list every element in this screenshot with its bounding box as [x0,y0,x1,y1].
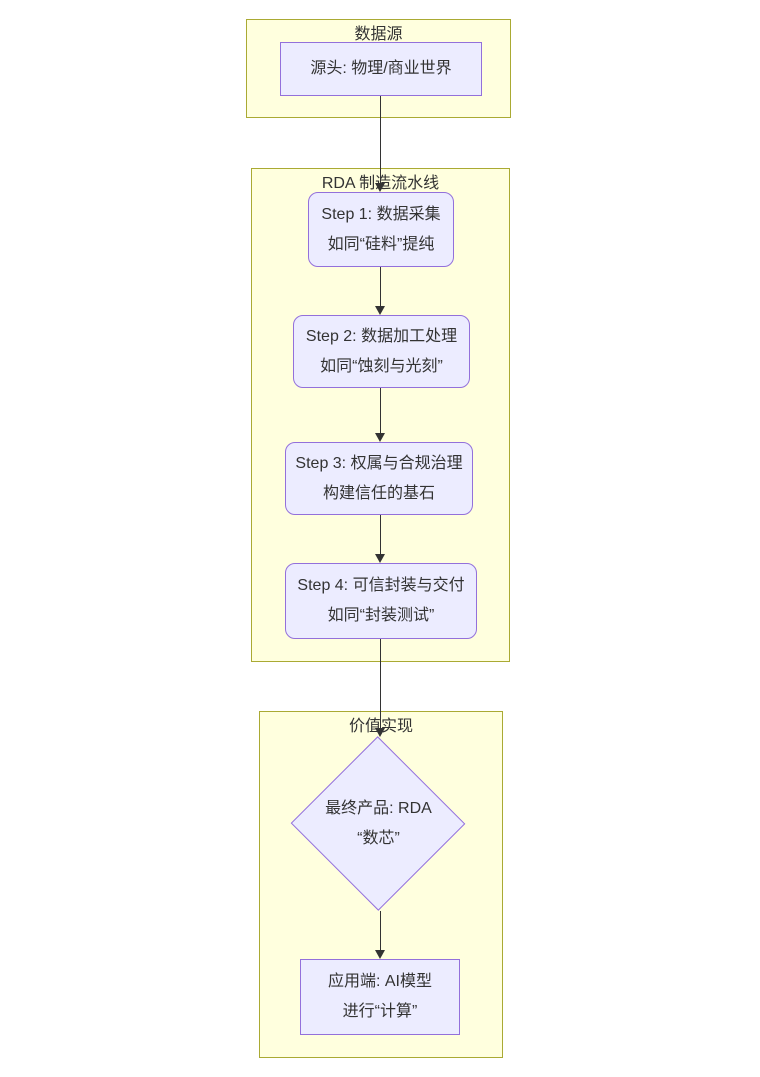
node-product-line2: “数芯” [357,830,400,847]
node-source-text: 源头: 物理/商业世界 [310,60,452,77]
edge-product-to-application [380,911,381,950]
node-product-label: 最终产品: RDA “数芯” [290,737,467,911]
node-application-line2: 进行“计算” [342,1003,418,1020]
node-step3-line2: 构建信任的基石 [322,484,435,502]
arrowhead-step3 [375,433,385,442]
edge-step4-to-product [380,639,381,728]
node-application: 应用端: AI模型 进行“计算” [300,959,460,1035]
node-step2-line2: 如同“蚀刻与光刻” [320,357,443,375]
node-step3-line1: Step 3: 权属与合规治理 [295,454,463,472]
node-product-line1: 最终产品: RDA [325,800,432,817]
edge-step1-to-step2 [380,267,381,306]
edge-step2-to-step3 [380,388,381,433]
node-step2-line1: Step 2: 数据加工处理 [305,327,458,345]
node-step4-line2: 如同“封装测试” [327,607,435,624]
arrowhead-step4 [375,554,385,563]
node-source: 源头: 物理/商业世界 [280,42,482,96]
node-application-line1: 应用端: AI模型 [327,973,432,990]
node-step1: Step 1: 数据采集 如同“硅料”提纯 [308,192,454,267]
node-step4: Step 4: 可信封装与交付 如同“封装测试” [285,563,477,639]
node-step1-line2: 如同“硅料”提纯 [327,235,435,253]
arrowhead-step1 [375,183,385,192]
edge-source-to-step1 [380,96,381,183]
cluster-data-source-title: 数据源 [354,26,403,43]
edge-step3-to-step4 [380,515,381,554]
node-product: 最终产品: RDA “数芯” [290,736,467,911]
node-step1-line1: Step 1: 数据采集 [321,205,441,223]
arrowhead-application [375,950,385,959]
node-step4-line1: Step 4: 可信封装与交付 [297,577,465,594]
arrowhead-step2 [375,306,385,315]
node-step2: Step 2: 数据加工处理 如同“蚀刻与光刻” [293,315,470,388]
node-step3: Step 3: 权属与合规治理 构建信任的基石 [285,442,473,515]
arrowhead-product [375,728,385,737]
